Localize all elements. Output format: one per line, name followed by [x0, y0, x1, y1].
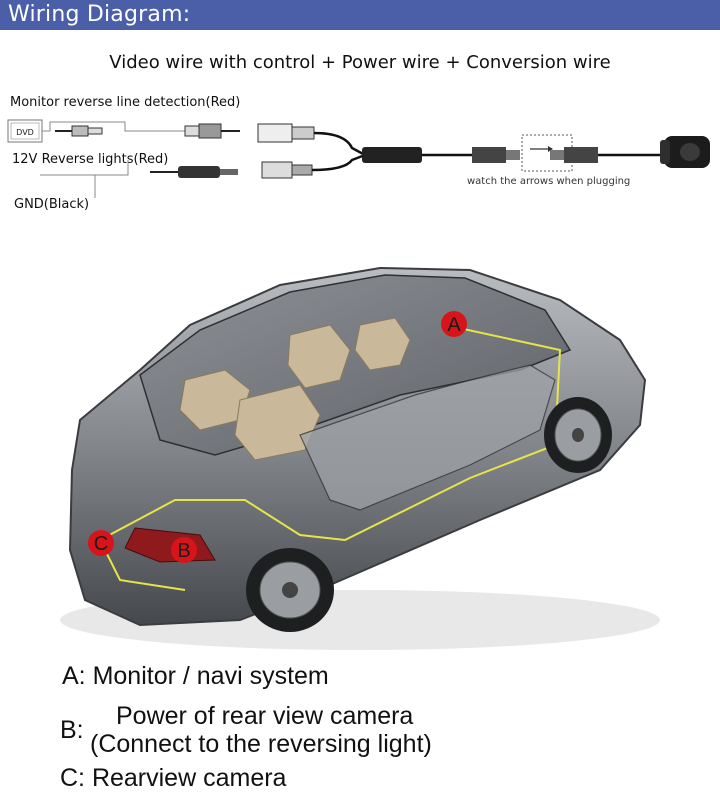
video-connector-icon	[257, 123, 315, 143]
legend-b-line1: Power of rear view camera	[116, 702, 414, 730]
marker-c: C	[88, 530, 114, 556]
header-bar: Wiring Diagram:	[0, 0, 720, 30]
marker-b-label: B	[177, 540, 190, 562]
rear-wheel	[246, 548, 334, 632]
legend-b-prefix: B:	[60, 716, 84, 744]
monitor-detection-label: Monitor reverse line detection(Red)	[10, 95, 241, 110]
power-plug-icon	[150, 166, 238, 178]
rear-camera-icon	[660, 136, 710, 168]
gnd-label: GND(Black)	[14, 197, 90, 212]
car-illustration: A B C	[60, 266, 660, 650]
legend-a: A: Monitor / navi system	[62, 662, 329, 690]
wiring-diagram: DVD	[7, 119, 710, 198]
wiring-subtitle: Video wire with control + Power wire + C…	[109, 52, 611, 73]
front-wheel	[544, 397, 612, 473]
rca-male-plug-icon	[55, 125, 103, 137]
legend-b-line2: (Connect to the reversing light)	[90, 730, 432, 758]
plug-note: watch the arrows when plugging	[467, 176, 631, 187]
dvd-label: DVD	[16, 128, 34, 137]
car-side-windows	[299, 364, 556, 511]
reverse-lights-label: 12V Reverse lights(Red)	[12, 152, 169, 167]
rca-female-plug-icon	[184, 123, 240, 139]
power-connector-icon	[261, 161, 313, 179]
marker-a: A	[441, 311, 467, 337]
dvd-box-icon: DVD	[7, 119, 43, 143]
car-seats	[179, 317, 411, 461]
page-title: Wiring Diagram:	[8, 2, 191, 27]
conversion-plug-left-icon	[472, 147, 520, 163]
y-splitter-icon	[362, 147, 422, 163]
marker-a-label: A	[447, 314, 461, 336]
conversion-plug-right-icon	[550, 147, 598, 163]
marker-c-label: C	[94, 533, 108, 555]
legend-c: C: Rearview camera	[60, 764, 287, 792]
marker-b: B	[171, 537, 197, 563]
